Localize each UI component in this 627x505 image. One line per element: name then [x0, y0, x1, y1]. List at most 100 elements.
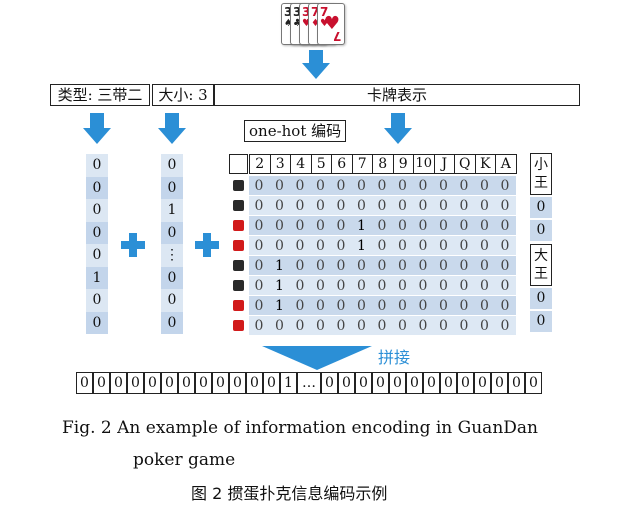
card-suit-icon: ♣: [293, 18, 302, 29]
concat-cell: 0: [406, 372, 423, 394]
matrix-cell: 0: [459, 198, 469, 214]
matrix-cell: 1: [275, 258, 284, 274]
rank-header: 9: [392, 154, 414, 174]
concat-cell: 1: [280, 372, 297, 394]
matrix-cell: 0: [295, 198, 305, 214]
joker-cell: 0: [530, 220, 552, 241]
matrix-cell: 0: [500, 198, 510, 214]
matrix-cell: 0: [418, 258, 428, 274]
matrix-cell: 0: [418, 218, 428, 234]
vector-cell: 0: [161, 221, 183, 244]
matrix-cell: 0: [377, 298, 387, 314]
matrix-cell: 0: [275, 238, 284, 254]
concat-cell: 0: [76, 372, 93, 394]
rank-header: 6: [331, 154, 353, 174]
concat-cell: 0: [423, 372, 440, 394]
vector-cell: 0: [86, 154, 108, 177]
size-header: 大小: 3: [152, 84, 214, 106]
suit-chip-icon: [233, 180, 244, 191]
concat-cell: 0: [178, 372, 195, 394]
matrix-cell: 0: [439, 178, 448, 194]
matrix-cell: 0: [377, 178, 387, 194]
concat-label: 拼接: [378, 348, 411, 367]
card-rank: 3: [284, 5, 293, 19]
concat-cell: 0: [246, 372, 263, 394]
concat-cell: 0: [440, 372, 457, 394]
rank-header: 5: [310, 154, 332, 174]
matrix-cell: 0: [377, 318, 387, 334]
matrix-cell: 0: [316, 218, 325, 234]
card-rank: 7: [311, 5, 320, 19]
matrix-cell: 1: [275, 278, 284, 294]
matrix-cell: 0: [418, 298, 428, 314]
concat-cell: 0: [212, 372, 229, 394]
matrix-cell: 0: [336, 258, 346, 274]
rank-header: K: [474, 154, 496, 174]
matrix-cell: 0: [254, 258, 264, 274]
matrix-cell: 0: [254, 218, 264, 234]
matrix-cell: 0: [398, 258, 407, 274]
matrix-cell: 1: [275, 298, 284, 314]
suit-chip-icon: [233, 200, 244, 211]
matrix-cell: 0: [357, 178, 366, 194]
vector-cell: 1: [86, 266, 108, 289]
rank-header: 3: [269, 154, 291, 174]
matrix-cell: 0: [316, 198, 325, 214]
matrix-row: [249, 196, 516, 215]
matrix-cell: 0: [295, 258, 305, 274]
concat-cell: 0: [491, 372, 508, 394]
concat-cell: 0: [372, 372, 389, 394]
matrix-row: [249, 296, 516, 315]
caption-zh: 图 2 掼蛋扑克信息编码示例: [191, 484, 388, 503]
concat-cell: 0: [144, 372, 161, 394]
matrix-corner: [229, 154, 248, 174]
suit-chip-icon: [233, 300, 244, 311]
rank-header: 4: [290, 154, 312, 174]
joker-cell: 0: [530, 288, 552, 309]
matrix-cell: 0: [480, 278, 489, 294]
matrix-cell: 0: [439, 238, 448, 254]
matrix-cell: 0: [480, 178, 489, 194]
matrix-cell: 0: [357, 278, 366, 294]
matrix-cell: 0: [418, 178, 428, 194]
matrix-cell: 0: [336, 278, 346, 294]
joker-label: 大王: [530, 244, 552, 286]
card-rank: 7: [320, 5, 329, 19]
matrix-cell: 0: [439, 198, 448, 214]
type-header: 类型: 三带二: [50, 84, 150, 106]
concat-ellipsis: …: [297, 372, 321, 394]
concat-cell: 0: [93, 372, 110, 394]
matrix-cell: 0: [500, 318, 510, 334]
matrix-cell: 0: [500, 258, 510, 274]
suit-chip-icon: [233, 320, 244, 331]
matrix-cell: 0: [439, 298, 448, 314]
matrix-cell: 0: [336, 298, 346, 314]
concat-cell: 0: [525, 372, 542, 394]
matrix-cell: 0: [377, 258, 387, 274]
matrix-cell: 0: [254, 198, 264, 214]
concat-cell: 0: [195, 372, 212, 394]
vector-cell: 0: [161, 266, 183, 289]
arrow-down-icon: [383, 113, 413, 144]
card-repr-header: 卡牌表示: [214, 84, 580, 106]
matrix-cell: 0: [316, 258, 325, 274]
concat-cell: 0: [457, 372, 474, 394]
joker-cell: 0: [530, 311, 552, 332]
matrix-cell: 0: [254, 238, 264, 254]
matrix-cell: 0: [418, 318, 428, 334]
matrix-cell: 0: [275, 318, 284, 334]
matrix-cell: 0: [316, 318, 325, 334]
rank-header: 2: [249, 154, 271, 174]
arrow-down-icon: [82, 113, 112, 144]
matrix-row: [249, 236, 516, 255]
card-rank: 3: [302, 5, 311, 19]
matrix-cell: 0: [439, 278, 448, 294]
concat-cell: 0: [508, 372, 525, 394]
matrix-cell: 0: [254, 318, 264, 334]
card-suit-icon: ♥: [320, 18, 329, 29]
suit-chip-icon: [233, 280, 244, 291]
playing-card: 7♥♥7: [317, 3, 345, 45]
matrix-cell: 0: [398, 238, 407, 254]
vector-cell: 1: [161, 199, 183, 222]
matrix-cell: 1: [357, 238, 366, 254]
